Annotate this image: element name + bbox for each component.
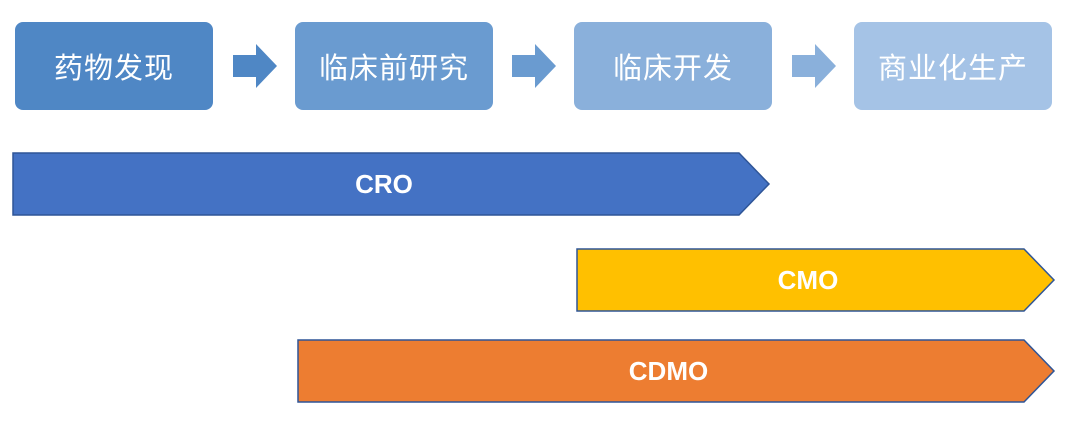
band-label-cmo: CMO <box>777 265 839 295</box>
stage-label: 商业化生产 <box>877 51 1028 85</box>
stage-label: 药物发现 <box>53 51 174 85</box>
band-fill <box>12 152 771 216</box>
stage-commercial-production: 商业化生产 <box>854 22 1052 110</box>
band-label-cro: CRO <box>355 169 413 199</box>
band-cdmo: CDMO <box>297 339 1056 403</box>
stage-label: 临床前研究 <box>318 51 469 85</box>
band-arrow-shape <box>297 339 1056 403</box>
band-fill <box>297 339 1056 403</box>
arrow-shape <box>233 44 277 88</box>
stage-label: 临床开发 <box>612 51 733 85</box>
arrow-right-icon <box>792 44 836 88</box>
arrow-right-icon <box>233 44 277 88</box>
arrow-right-icon <box>512 44 556 88</box>
stage-clinical-development: 临床开发 <box>574 22 772 110</box>
band-label-cdmo: CDMO <box>628 356 709 386</box>
band-arrow-shape <box>12 152 771 216</box>
arrow-shape <box>512 44 556 88</box>
stage-drug-discovery: 药物发现 <box>15 22 213 110</box>
band-fill <box>576 248 1056 312</box>
band-cmo: CMO <box>576 248 1056 312</box>
stage-preclinical-research: 临床前研究 <box>295 22 493 110</box>
band-arrow-shape <box>576 248 1056 312</box>
arrow-shape <box>792 44 836 88</box>
band-cro: CRO <box>12 152 772 216</box>
